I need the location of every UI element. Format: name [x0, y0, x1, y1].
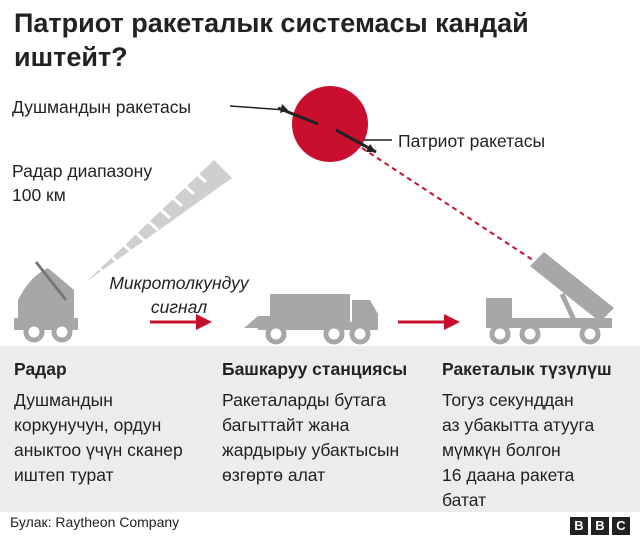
- enemy-missile-icon: [277, 104, 319, 126]
- column-launcher-heading: Ракеталык түзүлүш: [442, 359, 612, 379]
- bbc-logo-letter: C: [612, 517, 630, 535]
- control-station-truck-icon: [244, 294, 378, 345]
- source-credit: Булак: Raytheon Company: [10, 514, 180, 530]
- bbc-logo-letter: B: [591, 517, 609, 535]
- column-radar-body: Душмандын коркунучун, ордун аныктоо үчүн…: [14, 390, 183, 485]
- bbc-logo: B B C: [570, 517, 630, 535]
- enemy-leader-line: [229, 105, 287, 111]
- trajectory-line: [361, 147, 546, 269]
- flow-arrow-1: [150, 314, 212, 330]
- patriot-missile-icon: [335, 128, 377, 154]
- radar-vehicle-icon: [14, 261, 78, 343]
- column-control-station-heading: Башкаруу станциясы: [222, 359, 408, 379]
- column-control-station: Башкаруу станциясы Ракеталарды бутага ба…: [222, 358, 434, 488]
- description-panel: [0, 346, 640, 512]
- radar-range-label-line2: 100 км: [12, 185, 66, 205]
- column-radar: Радар Душмандын коркунучун, ордун аныкто…: [14, 358, 214, 488]
- page-title: Патриот ракеталык системасы кандай иштей…: [14, 8, 529, 72]
- patriot-missile-label: Патриот ракетасы: [398, 131, 546, 151]
- radar-range-label-line1: Радар диапазону: [12, 161, 153, 181]
- enemy-missile-label: Душмандын ракетасы: [12, 97, 192, 117]
- flow-arrow-2: [398, 314, 460, 330]
- column-control-station-body: Ракеталарды бутага багыттайт жана жардыр…: [222, 390, 400, 485]
- column-radar-heading: Радар: [14, 359, 67, 379]
- bbc-logo-letter: B: [570, 517, 588, 535]
- missile-launcher-icon: [486, 252, 614, 345]
- microwave-signal-label-line2: сигнал: [150, 297, 208, 317]
- patriot-illustration: [14, 86, 614, 345]
- column-launcher: Ракеталык түзүлүш Тогуз секунддан аз уба…: [442, 358, 638, 513]
- microwave-signal-label-line1: Микротолкундуу: [109, 273, 249, 293]
- column-launcher-body: Тогуз секунддан аз убакытта атууга мүмкү…: [442, 390, 595, 510]
- intercept-circle: [292, 86, 368, 162]
- radar-beam-gaps: [79, 164, 207, 292]
